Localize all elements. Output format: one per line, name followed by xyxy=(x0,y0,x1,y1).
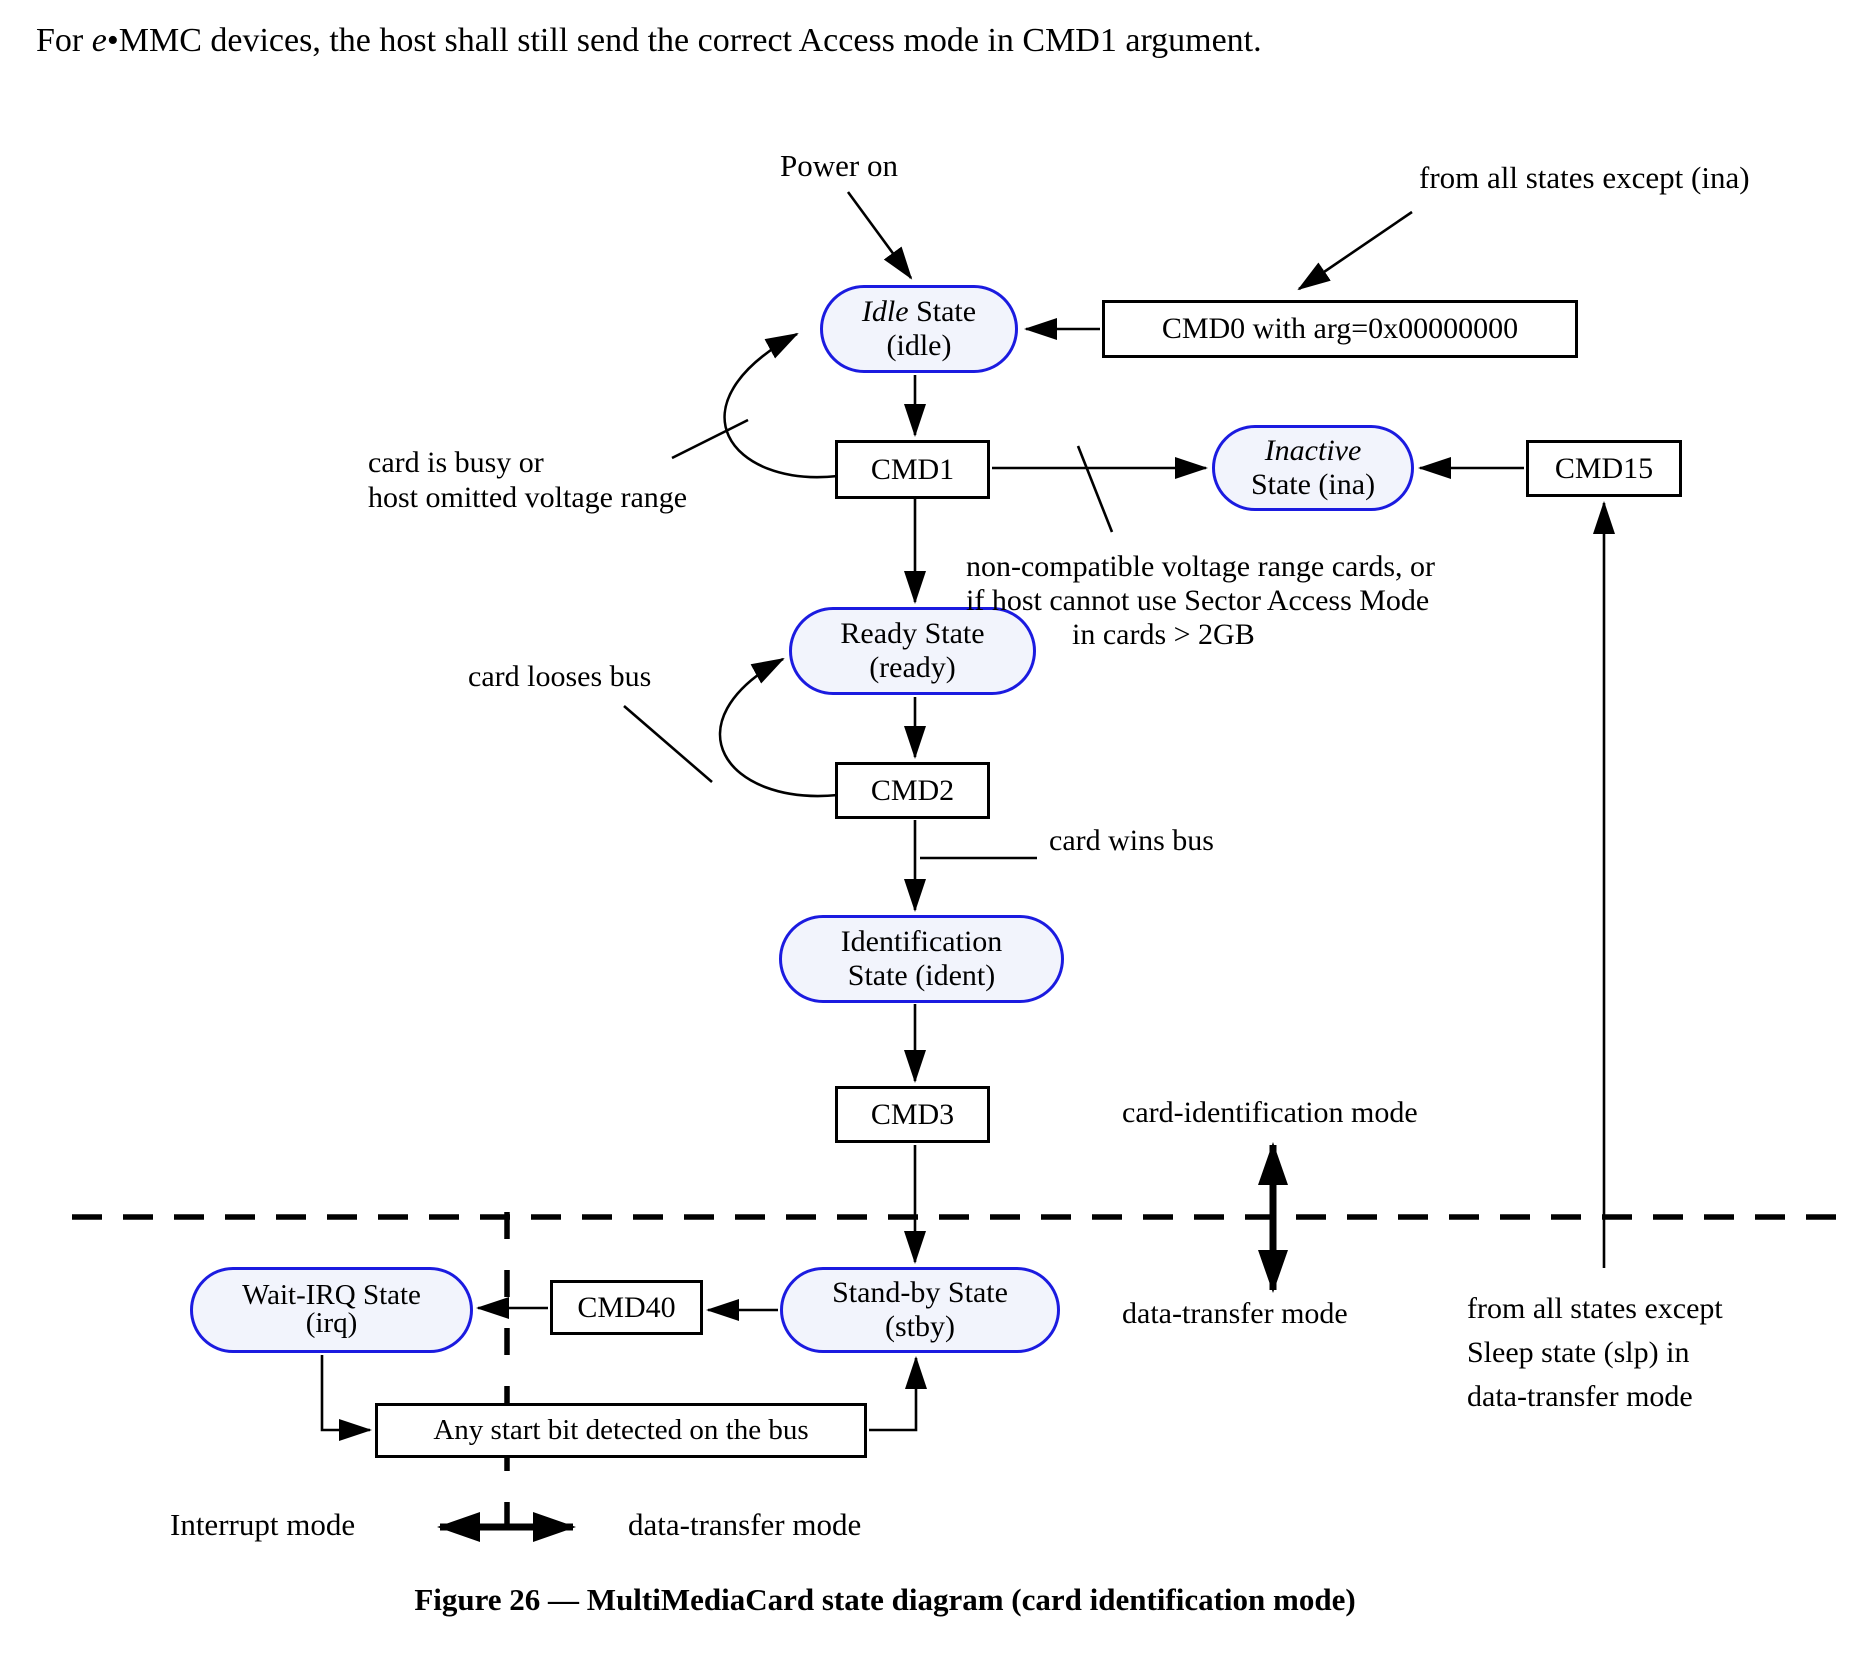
cmd3-box: CMD3 xyxy=(835,1086,990,1143)
arc-cmd2-to-ready-loop xyxy=(718,657,839,798)
intro-sentence: For e•MMC devices, the host shall still … xyxy=(36,22,1262,60)
intro-post: •MMC devices, the host shall still send … xyxy=(106,22,1262,59)
state-inactive-line1: Inactive xyxy=(1265,434,1362,468)
state-idle: Idle State (idle) xyxy=(820,285,1018,373)
state-inactive-name: Inactive xyxy=(1264,434,1362,468)
state-idle-name: Idle xyxy=(861,295,909,329)
state-idle-line1: Idle State xyxy=(862,295,976,329)
arc-cmd1-to-idle-loop xyxy=(723,332,839,479)
state-identification-line1: Identification xyxy=(840,925,1003,959)
label-card-identification-mode: card-identification mode xyxy=(1122,1096,1418,1129)
arrow-power-on-to-idle xyxy=(846,191,913,280)
state-standby: Stand-by State (stby) xyxy=(780,1267,1060,1353)
state-ready-short: (ready) xyxy=(869,651,956,684)
state-idle-suffix: State xyxy=(908,295,977,329)
arrow-waitirq-to-anystart xyxy=(320,1355,372,1441)
arrow-from-all-states-to-cmd0 xyxy=(1297,210,1413,291)
state-waitirq: Wait-IRQ State (irq) xyxy=(190,1267,473,1353)
label-card-wins-bus: card wins bus xyxy=(1049,824,1214,857)
cmd15-box: CMD15 xyxy=(1526,440,1682,497)
intro-pre: For xyxy=(36,22,92,59)
state-idle-short: (idle) xyxy=(886,329,952,362)
cmd2-box: CMD2 xyxy=(835,762,990,819)
label-non-compatible-line2: if host cannot use Sector Access Mode xyxy=(966,584,1430,617)
state-identification-short: State (ident) xyxy=(847,959,996,992)
label-card-busy-line2: host omitted voltage range xyxy=(368,481,688,514)
state-ready: Ready State (ready) xyxy=(789,607,1036,695)
state-ready-line1: Ready State xyxy=(840,617,985,651)
state-waitirq-line1: Wait-IRQ State xyxy=(242,1279,421,1312)
label-card-busy-line1: card is busy or xyxy=(368,446,544,479)
label-interrupt-mode: Interrupt mode xyxy=(170,1507,356,1542)
leader-non-compatible xyxy=(1076,445,1114,533)
label-from-all-states-except-ina: from all states except (ina) xyxy=(1419,160,1750,195)
label-non-compatible-line3: in cards > 2GB xyxy=(1072,618,1255,651)
cmd1-box: CMD1 xyxy=(835,440,990,499)
arrow-anystart-to-standby xyxy=(869,1356,927,1432)
state-waitirq-short: (irq) xyxy=(305,1307,358,1339)
figure-caption: Figure 26 — MultiMediaCard state diagram… xyxy=(414,1582,1356,1617)
label-data-transfer-mode-bottom: data-transfer mode xyxy=(628,1507,862,1542)
label-from-all-except-sleep-line2: Sleep state (slp) in xyxy=(1467,1336,1690,1369)
state-inactive-short: State (ina) xyxy=(1250,468,1376,501)
state-inactive: Inactive State (ina) xyxy=(1212,425,1414,511)
leader-card-looses xyxy=(623,705,713,783)
label-card-looses-bus: card looses bus xyxy=(468,660,652,693)
intro-emphasis: e xyxy=(91,22,107,59)
any-start-bit-box: Any start bit detected on the bus xyxy=(375,1403,867,1458)
state-standby-short: (stby) xyxy=(885,1310,955,1343)
label-data-transfer-mode: data-transfer mode xyxy=(1122,1297,1348,1330)
label-power-on: Power on xyxy=(780,148,898,183)
label-from-all-except-sleep-line3: data-transfer mode xyxy=(1467,1380,1693,1413)
leader-card-busy xyxy=(671,418,749,460)
cmd0-box: CMD0 with arg=0x00000000 xyxy=(1102,300,1578,358)
state-identification: Identification State (ident) xyxy=(779,915,1064,1003)
label-from-all-except-sleep-line1: from all states except xyxy=(1467,1292,1723,1325)
label-non-compatible-line1: non-compatible voltage range cards, or xyxy=(966,550,1435,583)
state-standby-line1: Stand-by State xyxy=(832,1276,1008,1310)
cmd40-box: CMD40 xyxy=(550,1280,703,1335)
